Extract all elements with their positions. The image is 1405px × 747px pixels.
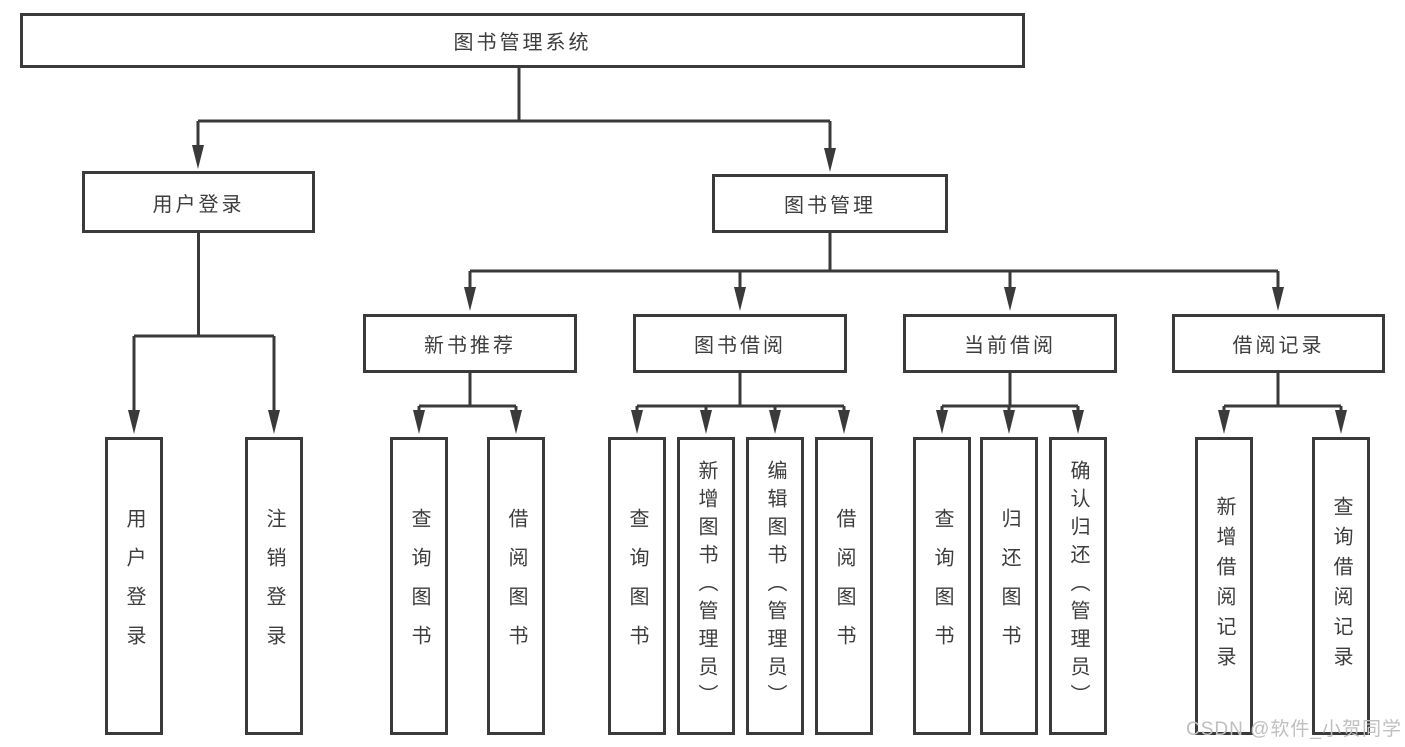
arrow-down-icon [734,287,746,311]
arrow-down-icon [192,145,204,169]
leaf-borrow-books: 借阅图书 [815,437,873,735]
arrow-down-icon [464,287,476,311]
arrow-down-icon [413,410,425,434]
node-library-management-system: 图书管理系统 [20,13,1025,68]
node-new-book-recommendation: 新书推荐 [363,314,577,373]
node-book-borrowing: 图书借阅 [633,314,847,373]
leaf-add-books-admin: 新增图书（管理员） [677,437,735,735]
node-borrowing-records: 借阅记录 [1172,314,1385,373]
arrow-down-icon [838,410,850,434]
leaf-edit-books-admin: 编辑图书（管理员） [746,437,804,735]
leaf-borrow-books-recommend: 借阅图书 [487,437,545,735]
arrow-down-icon [1072,410,1084,434]
arrow-down-icon [700,410,712,434]
arrow-down-icon [1335,410,1347,434]
arrowhead-icons [128,145,1347,434]
leaf-query-books-borrow: 查询图书 [608,437,666,735]
arrow-down-icon [631,410,643,434]
arrow-down-icon [268,410,280,434]
arrow-down-icon [128,410,140,434]
node-current-borrowing: 当前借阅 [903,314,1117,373]
arrow-down-icon [1004,287,1016,311]
arrow-down-icon [824,148,836,172]
arrow-down-icon [510,410,522,434]
leaf-return-books: 归还图书 [980,437,1038,735]
arrow-down-icon [1218,410,1230,434]
node-user-login: 用户登录 [82,171,315,233]
leaf-confirm-return-admin: 确认归还（管理员） [1049,437,1107,735]
leaf-query-books-recommend: 查询图书 [390,437,448,735]
node-book-management: 图书管理 [712,174,948,233]
leaf-add-borrow-record: 新增借阅记录 [1195,437,1253,735]
leaf-query-books-current: 查询图书 [913,437,971,735]
arrow-down-icon [936,410,948,434]
csdn-watermark: CSDN @软件_小贺同学 [1186,719,1402,740]
leaf-logout: 注销登录 [245,437,303,735]
leaf-user-login: 用户登录 [105,437,163,735]
leaf-query-borrow-record: 查询借阅记录 [1312,437,1370,735]
arrow-down-icon [769,410,781,434]
arrow-down-icon [1272,287,1284,311]
arrow-down-icon [1003,410,1015,434]
